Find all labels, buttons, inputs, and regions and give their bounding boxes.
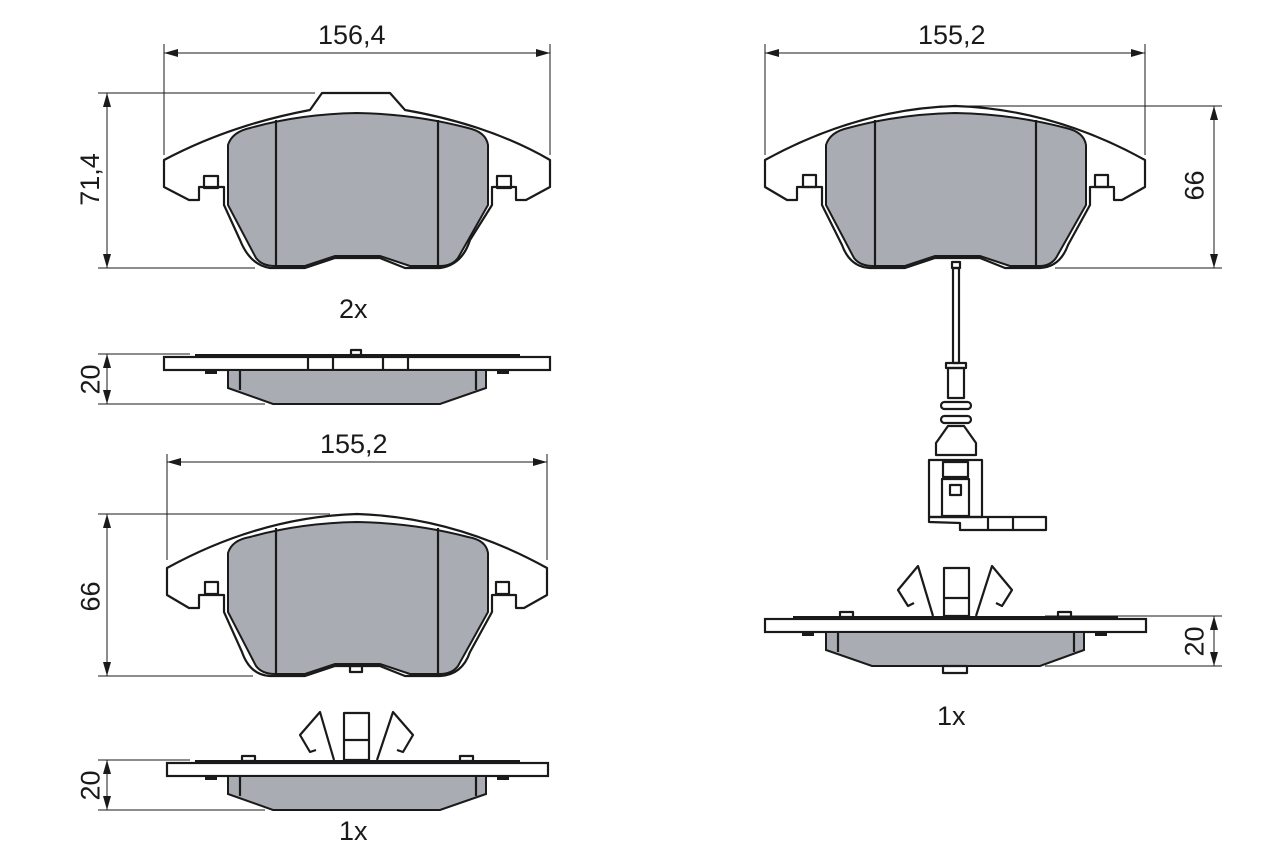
spring-clip (298, 710, 415, 762)
dimension-height-middle-left: 66 (75, 581, 106, 612)
pad-right-side-view (763, 564, 1222, 675)
dimension-thickness-right: 20 (1179, 626, 1210, 657)
quantity-right: 1x (937, 701, 966, 731)
quantity-top-left: 2x (339, 294, 368, 324)
wear-sensor (927, 260, 1048, 532)
dimension-thickness-middle-left: 20 (75, 770, 106, 801)
dimension-width-top-left: 156,4 (318, 20, 386, 50)
dimension-width-right: 155,2 (918, 20, 986, 50)
pad-middle-left-front-view (98, 454, 549, 678)
dimension-height-top-left: 71,4 (74, 153, 105, 206)
quantity-middle-left: 1x (339, 816, 368, 846)
pad-middle-left-side-view (98, 710, 550, 811)
pad-top-left-front-view (98, 44, 552, 270)
pad-right-front-view (763, 44, 1222, 270)
spring-clip (896, 564, 1014, 618)
dimension-width-middle-left: 155,2 (320, 429, 388, 459)
dimension-height-right: 66 (1179, 170, 1210, 201)
dimension-thickness-top-left: 20 (75, 364, 106, 395)
pad-top-left-side-view (98, 348, 552, 405)
